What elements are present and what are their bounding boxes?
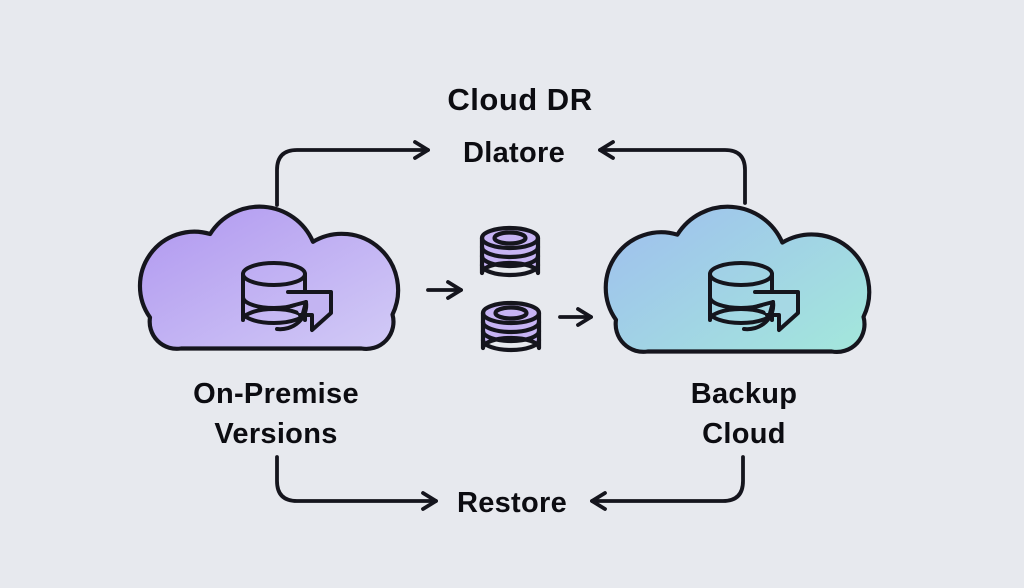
top-left-connector-arrow [275,140,430,207]
database-stack-icon [482,228,538,275]
database-stack-icon [483,303,539,350]
bottom-flow-label: Restore [457,487,567,519]
middle-left-arrow [426,280,463,300]
diagram-title: Cloud DR [447,82,592,117]
top-right-connector-arrow [598,140,747,205]
top-flow-label: Dlatore [463,137,565,169]
bottom-right-connector-arrow [590,455,745,511]
on-premise-label-line2: Versions [214,418,337,450]
diagram-artwork [140,140,869,511]
backup-cloud-label-line1: Backup [691,378,798,410]
middle-right-arrow [558,307,593,327]
on-premise-label-line1: On-Premise [193,378,359,410]
backup-cloud-label-line2: Cloud [702,418,786,450]
bottom-left-connector-arrow [275,455,438,511]
